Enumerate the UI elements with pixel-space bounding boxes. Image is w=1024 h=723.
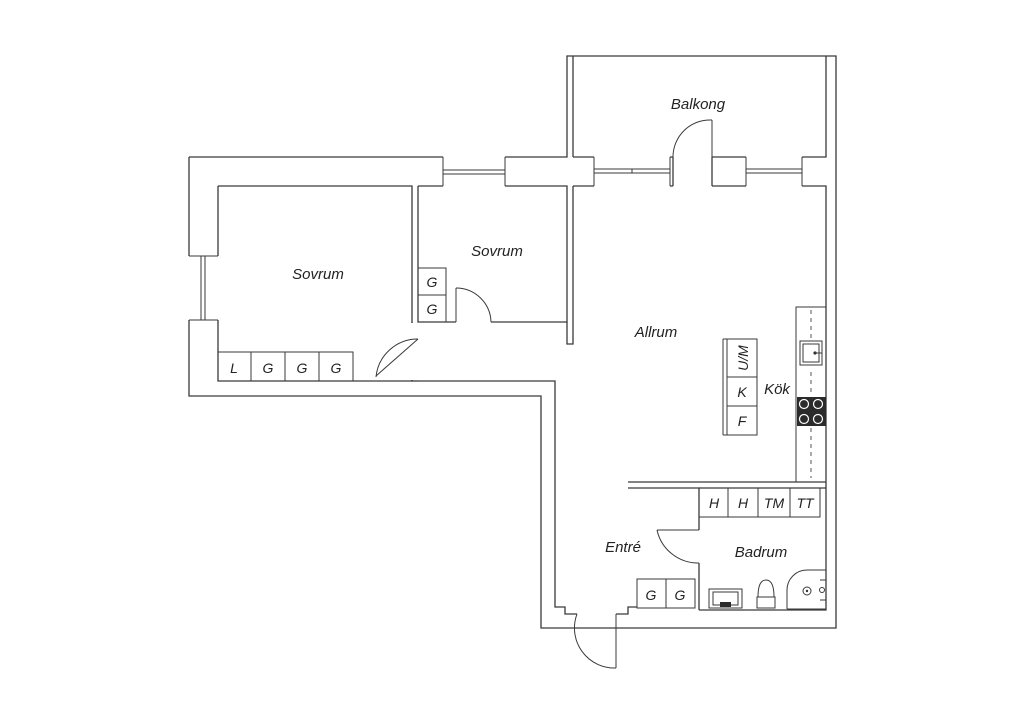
bath-unit-label: H <box>709 495 720 511</box>
storage-sovrum-mid: G G <box>417 267 447 323</box>
room-label-sovrum-mid: Sovrum <box>471 243 523 260</box>
outer-walls <box>188 55 837 629</box>
room-label-entre: Entré <box>605 539 641 556</box>
room-label-badrum: Badrum <box>735 544 788 561</box>
storage-label: G <box>263 360 274 376</box>
bath-units: H H TM TT <box>698 487 821 518</box>
bath-unit-label: TM <box>764 495 785 511</box>
room-labels: Balkong Sovrum Sovrum Allrum Kök Entré B… <box>292 96 791 561</box>
storage-label: G <box>646 587 657 603</box>
storage-label: G <box>427 301 438 317</box>
kitchen-counter <box>795 306 827 483</box>
storage-label: L <box>230 360 238 376</box>
doors <box>375 119 713 669</box>
windows <box>187 155 803 321</box>
storage-label: G <box>427 274 438 290</box>
shower-icon <box>786 569 826 610</box>
bath-fixtures <box>708 569 826 610</box>
washbasin-icon <box>708 588 743 609</box>
sink-icon <box>799 340 823 366</box>
toilet-icon <box>756 579 776 609</box>
storage-label: G <box>297 360 308 376</box>
storage-entre: G G <box>636 578 696 609</box>
room-label-balkong: Balkong <box>671 96 726 113</box>
storage-label: G <box>331 360 342 376</box>
storage-label: G <box>675 587 686 603</box>
bath-unit-label: H <box>738 495 749 511</box>
bath-unit-label: TT <box>796 495 815 511</box>
room-label-kok: Kök <box>764 381 791 398</box>
stove-icon <box>797 397 826 426</box>
kitchen-island: U/M K F <box>722 338 758 436</box>
kitchen-unit-label: U/M <box>735 345 751 371</box>
storage-sovrum-left: L G G G <box>217 351 354 382</box>
kitchen-unit-label: K <box>737 384 747 400</box>
kitchen-unit-label: F <box>738 413 748 429</box>
room-label-allrum: Allrum <box>634 324 678 341</box>
room-label-sovrum-left: Sovrum <box>292 266 344 283</box>
